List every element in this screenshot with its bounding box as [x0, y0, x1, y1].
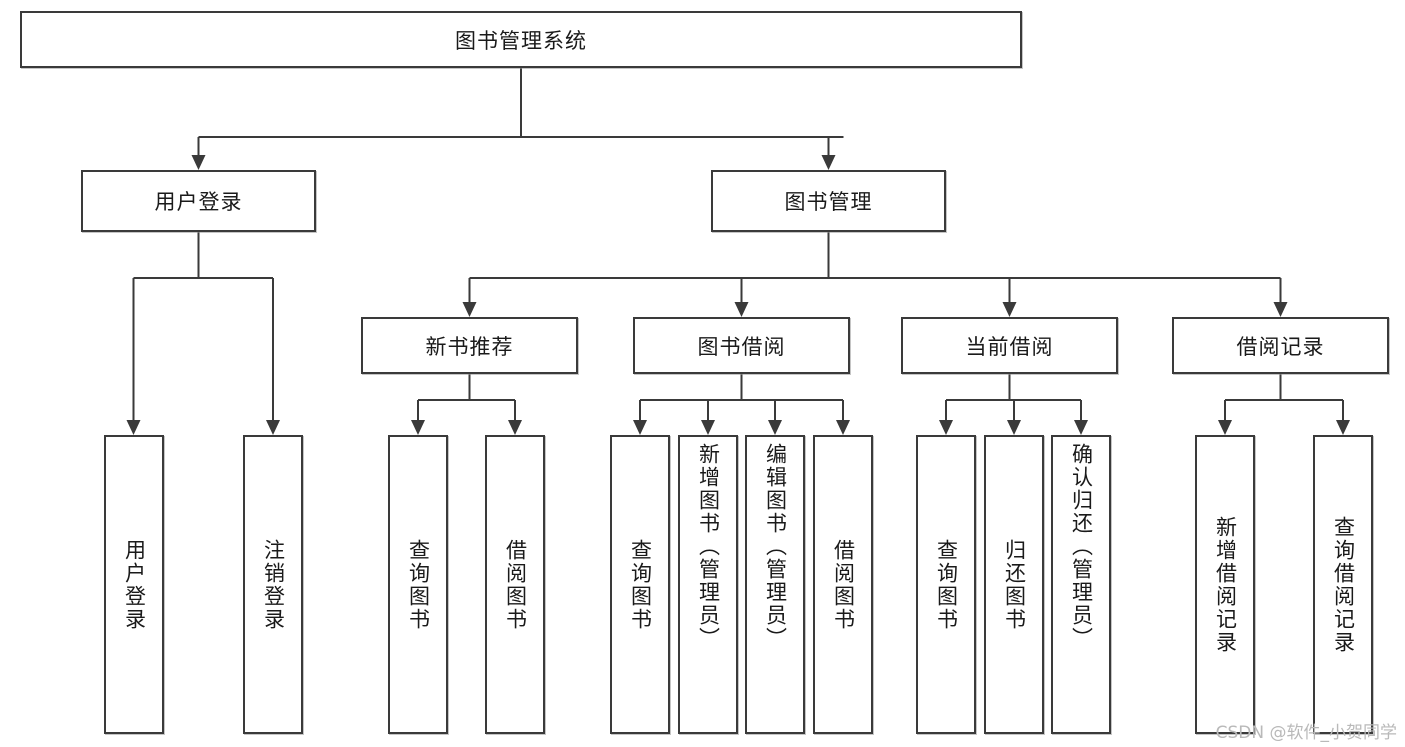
node-label: 新书推荐: [425, 334, 514, 359]
node-label: 当前借阅: [965, 334, 1054, 359]
node-leaf[interactable]: 用户登录: [104, 435, 164, 734]
node-leaf[interactable]: 归还图书: [984, 435, 1044, 734]
arrowhead-icon: [1273, 302, 1288, 317]
node-label: 归还图书: [1002, 538, 1027, 631]
node-label: 用户登录: [154, 190, 243, 214]
node-label: 借阅记录: [1236, 334, 1325, 359]
node-label: 图书借阅: [697, 334, 786, 359]
node-label: 注销登录: [261, 538, 286, 631]
node-leaf[interactable]: 查询图书: [610, 435, 670, 734]
node-leaf[interactable]: 查询图书: [388, 435, 448, 734]
node-label: 编辑图书（管理员）: [763, 443, 788, 650]
node-root[interactable]: 图书管理系统: [20, 11, 1022, 68]
arrowhead-icon: [821, 155, 836, 170]
node-leaf[interactable]: 注销登录: [243, 435, 303, 734]
arrowhead-icon: [734, 302, 749, 317]
node-label: 查询借阅记录: [1331, 515, 1356, 654]
node-leaf[interactable]: 查询借阅记录: [1313, 435, 1373, 734]
node-level3[interactable]: 图书借阅: [633, 317, 850, 374]
arrowhead-icon: [411, 420, 425, 435]
arrowhead-icon: [836, 420, 850, 435]
node-level3[interactable]: 新书推荐: [361, 317, 578, 374]
node-leaf[interactable]: 确认归还（管理员）: [1051, 435, 1111, 734]
arrowhead-icon: [508, 420, 522, 435]
arrowhead-icon: [266, 420, 280, 435]
node-leaf[interactable]: 借阅图书: [485, 435, 545, 734]
node-leaf[interactable]: 新增借阅记录: [1195, 435, 1255, 734]
arrowhead-icon: [768, 420, 782, 435]
node-label: 确认归还（管理员）: [1069, 443, 1094, 650]
node-label: 图书管理: [784, 190, 873, 214]
arrowhead-icon: [1336, 420, 1350, 435]
arrowhead-icon: [1074, 420, 1088, 435]
node-label: 借阅图书: [503, 538, 528, 631]
node-label: 查询图书: [406, 538, 431, 631]
node-label: 查询图书: [934, 538, 959, 631]
node-leaf[interactable]: 查询图书: [916, 435, 976, 734]
node-level3[interactable]: 借阅记录: [1172, 317, 1389, 374]
arrowhead-icon: [1218, 420, 1232, 435]
node-leaf[interactable]: 借阅图书: [813, 435, 873, 734]
arrowhead-icon: [701, 420, 715, 435]
node-level2[interactable]: 用户登录: [81, 170, 316, 232]
node-label: 借阅图书: [831, 538, 856, 631]
node-label: 用户登录: [122, 538, 147, 631]
node-leaf[interactable]: 编辑图书（管理员）: [745, 435, 805, 734]
node-label: 图书管理系统: [455, 28, 587, 53]
node-level3[interactable]: 当前借阅: [901, 317, 1118, 374]
node-level2[interactable]: 图书管理: [711, 170, 946, 232]
watermark: CSDN @软件_小贺同学: [1215, 723, 1397, 743]
arrowhead-icon: [126, 420, 141, 435]
node-label: 新增借阅记录: [1213, 515, 1238, 654]
arrowhead-icon: [191, 155, 206, 170]
arrowhead-icon: [633, 420, 647, 435]
arrowhead-icon: [1007, 420, 1021, 435]
node-label: 新增图书（管理员）: [696, 443, 721, 650]
node-leaf[interactable]: 新增图书（管理员）: [678, 435, 738, 734]
arrowhead-icon: [462, 302, 477, 317]
arrowhead-icon: [939, 420, 953, 435]
node-label: 查询图书: [628, 538, 653, 631]
arrowhead-icon: [1002, 302, 1017, 317]
